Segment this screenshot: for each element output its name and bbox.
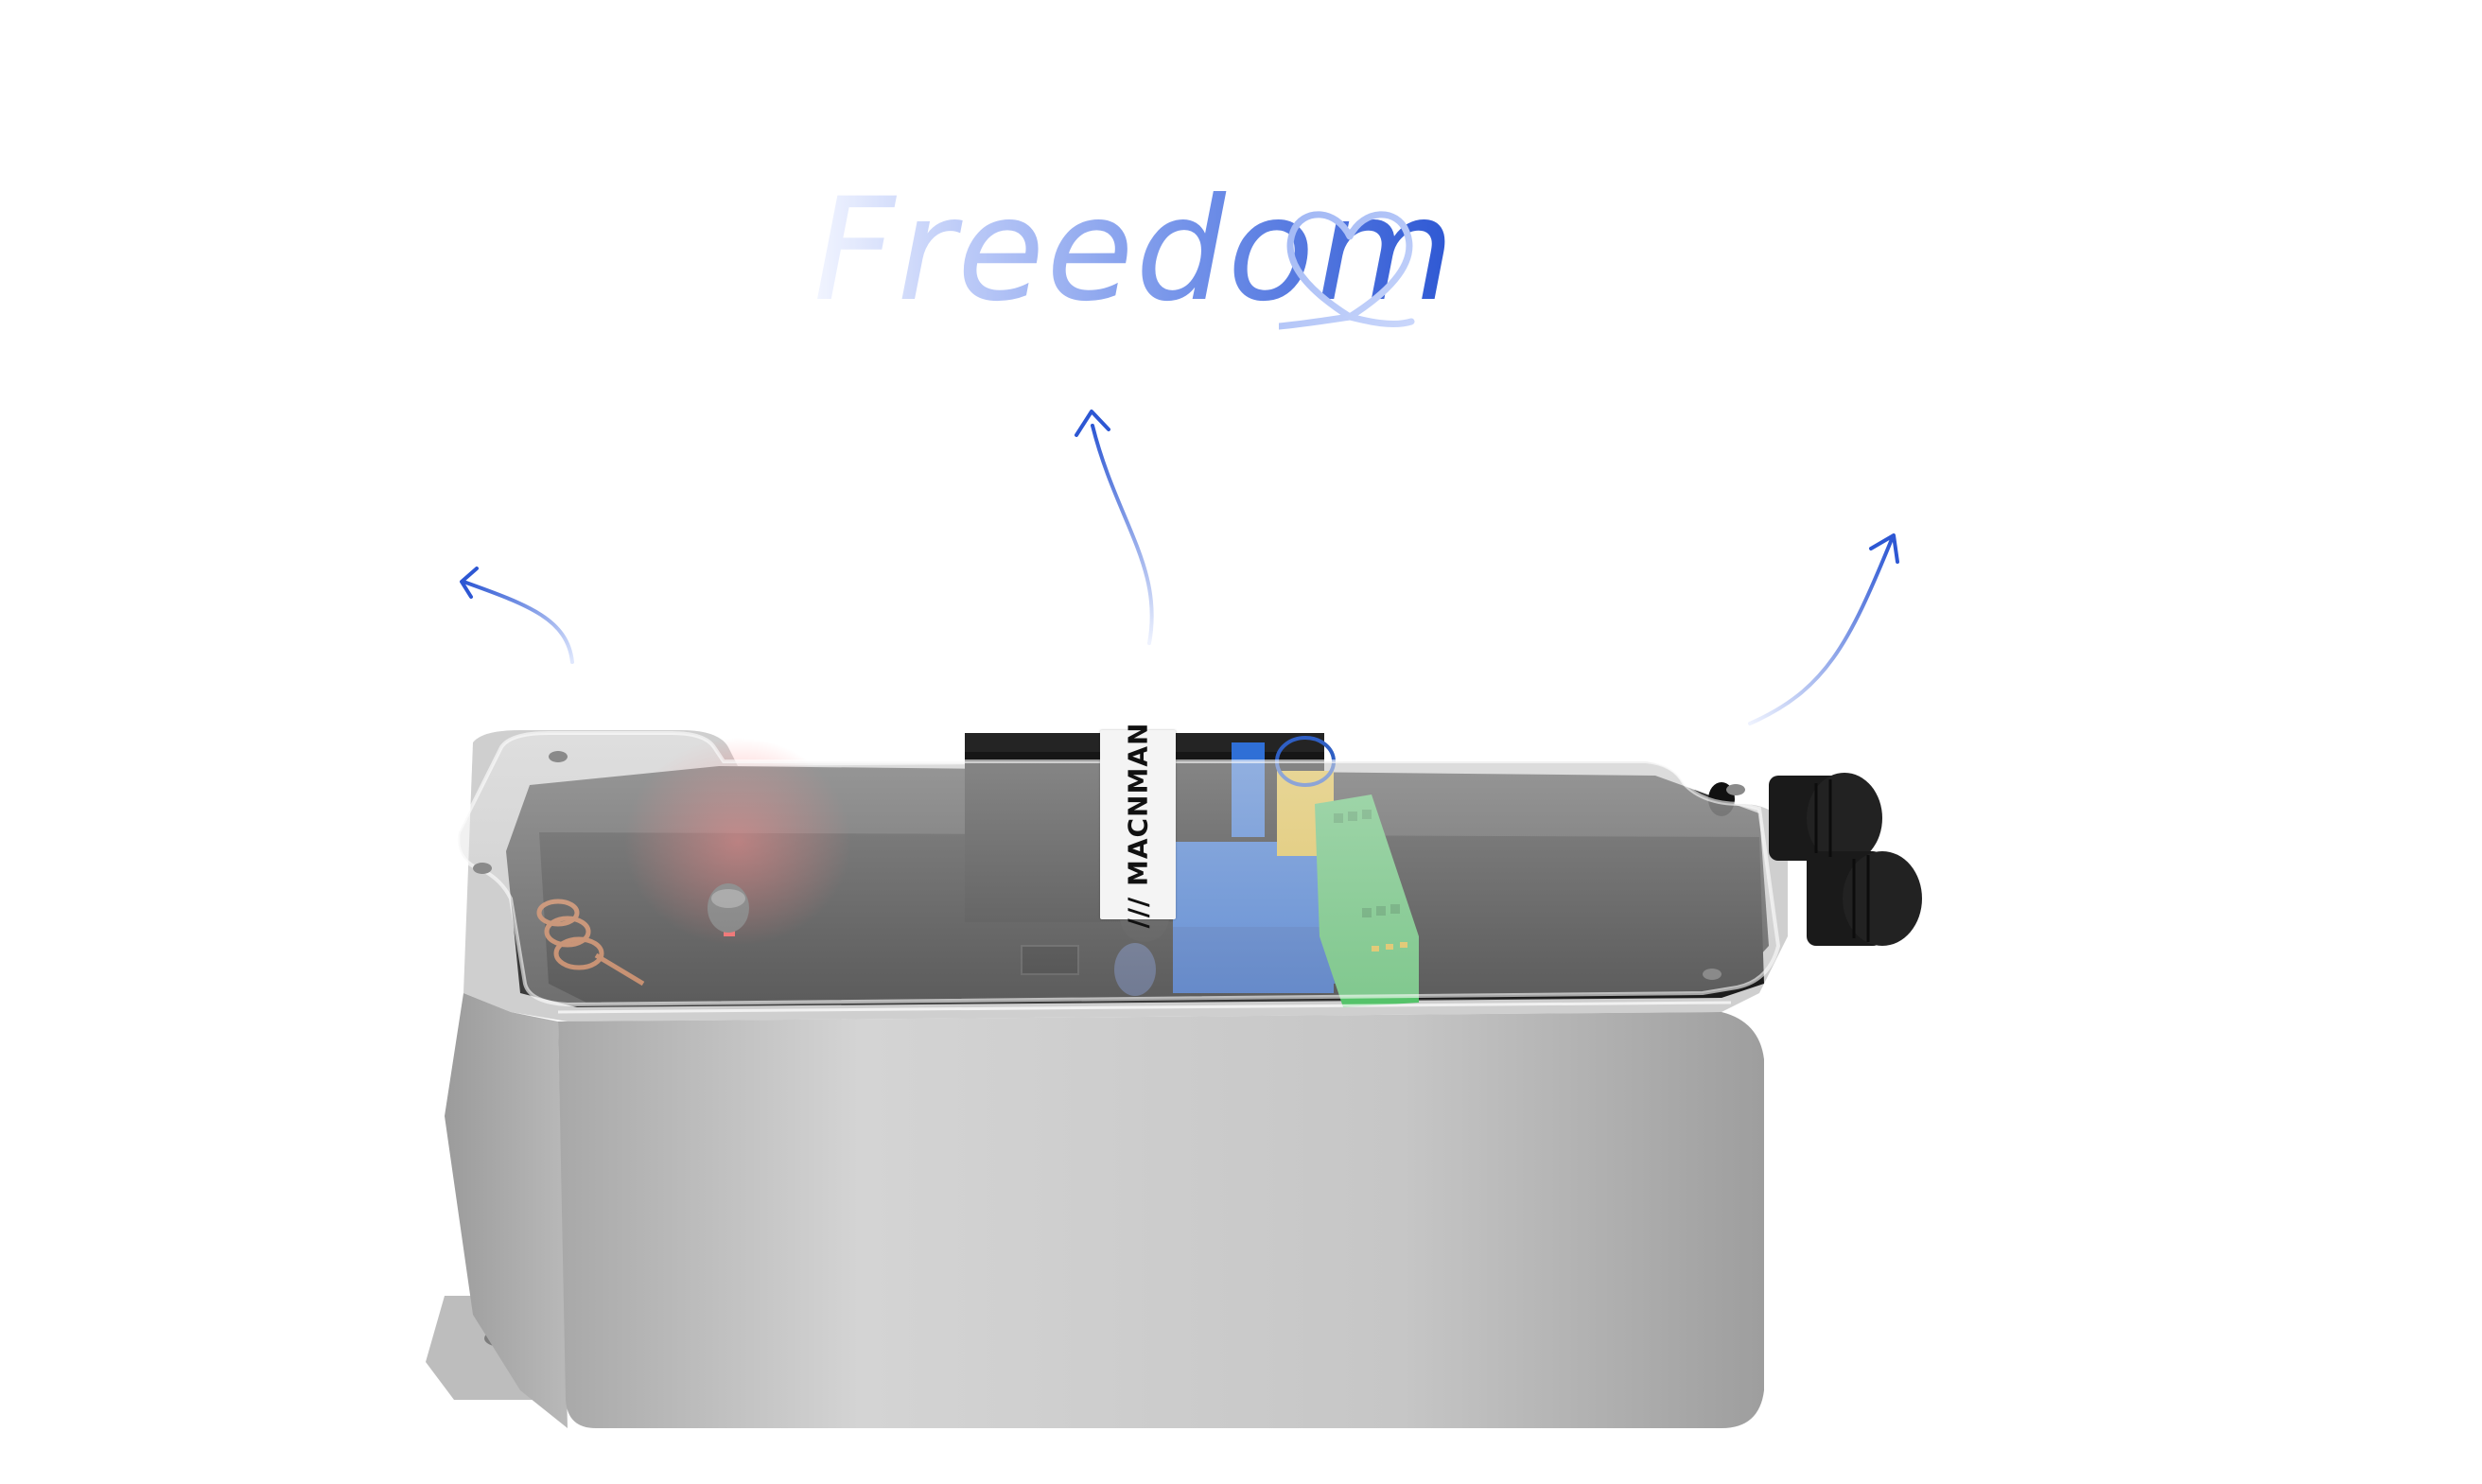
arrow-up-right-icon <box>1748 533 1899 725</box>
waterproof-junction-box-icon <box>426 730 1922 1428</box>
brand-label: /// MACNMAN <box>1100 722 1176 928</box>
headline-text: Freedom <box>813 168 1457 333</box>
brand-label-text: /// MACNMAN <box>1122 722 1154 928</box>
heart-outline-icon <box>1279 211 1415 330</box>
arrow-up-left-icon <box>460 567 574 664</box>
arrow-up-icon <box>1075 410 1154 645</box>
